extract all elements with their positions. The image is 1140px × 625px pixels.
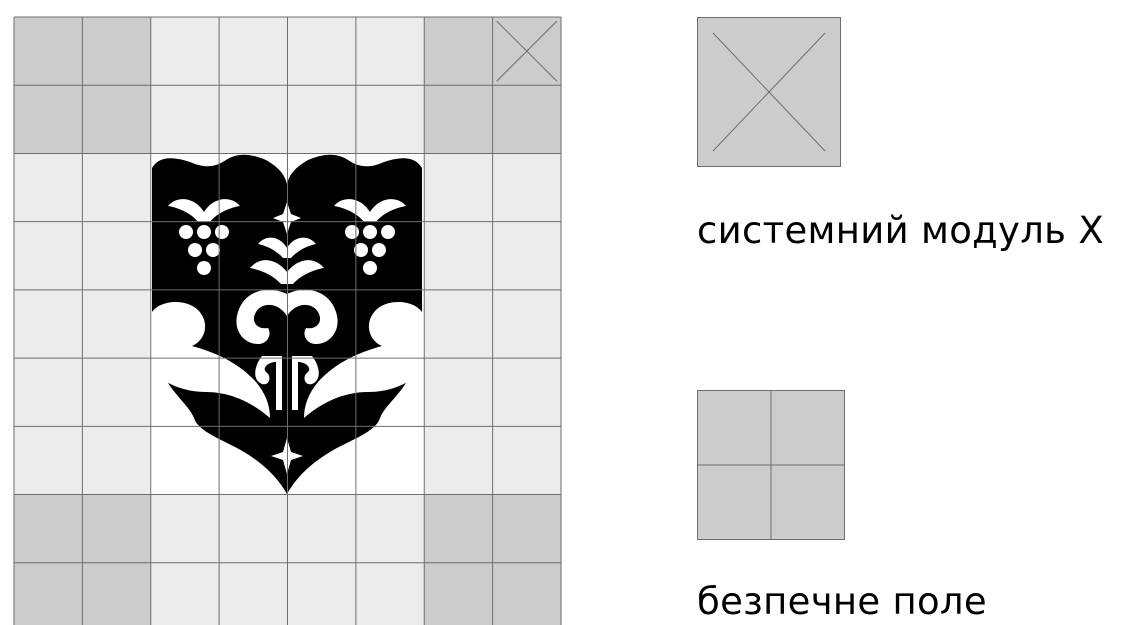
- grid-cell: [493, 290, 561, 358]
- safe-zone-cell: [493, 85, 561, 153]
- grid-cell: [151, 17, 219, 85]
- grid-cell: [82, 222, 150, 290]
- grid-cell: [424, 426, 492, 494]
- grid-cell: [82, 290, 150, 358]
- grid-cell: [356, 495, 424, 563]
- grid-cell: [288, 85, 356, 153]
- safe-zone-cell: [14, 17, 82, 85]
- grid-cell: [14, 222, 82, 290]
- grid-cell: [424, 153, 492, 221]
- module-x-label: системний модуль X: [697, 212, 1104, 249]
- grid-cell: [493, 426, 561, 494]
- safe-zone-cell: [82, 563, 150, 625]
- safe-zone-cell: [82, 85, 150, 153]
- safe-zone-icon: [697, 390, 845, 540]
- safe-zone-cell: [14, 495, 82, 563]
- grid-cell: [356, 563, 424, 625]
- safe-zone-cell: [493, 495, 561, 563]
- module-x-icon: [697, 17, 841, 167]
- grid-cell: [82, 153, 150, 221]
- grid-cell: [82, 358, 150, 426]
- grid-cell: [14, 358, 82, 426]
- grid-cell: [14, 153, 82, 221]
- grid-cell: [288, 563, 356, 625]
- safe-zone-label: безпечне поле: [697, 583, 987, 620]
- safe-zone-cell: [82, 17, 150, 85]
- safe-zone-cell: [424, 85, 492, 153]
- safe-zone-cell: [14, 85, 82, 153]
- grid-cell: [219, 17, 287, 85]
- safe-zone-cell: [424, 495, 492, 563]
- safe-zone-cell: [424, 17, 492, 85]
- grid-cell: [14, 290, 82, 358]
- grid-cell: [424, 358, 492, 426]
- grid-cell: [288, 495, 356, 563]
- safe-zone-cell: [14, 563, 82, 625]
- grid-cell: [493, 358, 561, 426]
- grid-cell: [424, 290, 492, 358]
- grid-cell: [151, 495, 219, 563]
- safe-zone-cell: [82, 495, 150, 563]
- grid-cell: [14, 426, 82, 494]
- grid-cell: [493, 153, 561, 221]
- construction-grid: [0, 0, 570, 625]
- grid-cell: [493, 222, 561, 290]
- grid-cell: [82, 426, 150, 494]
- grid-cell: [151, 85, 219, 153]
- grid-cell: [151, 563, 219, 625]
- grid-cell: [288, 17, 356, 85]
- grid-cell: [219, 563, 287, 625]
- safe-zone-cell: [424, 563, 492, 625]
- safe-zone-cell: [493, 563, 561, 625]
- grid-cell: [424, 222, 492, 290]
- grid-cell: [219, 85, 287, 153]
- grid-cell: [356, 85, 424, 153]
- grid-cell: [219, 495, 287, 563]
- grid-cell: [356, 17, 424, 85]
